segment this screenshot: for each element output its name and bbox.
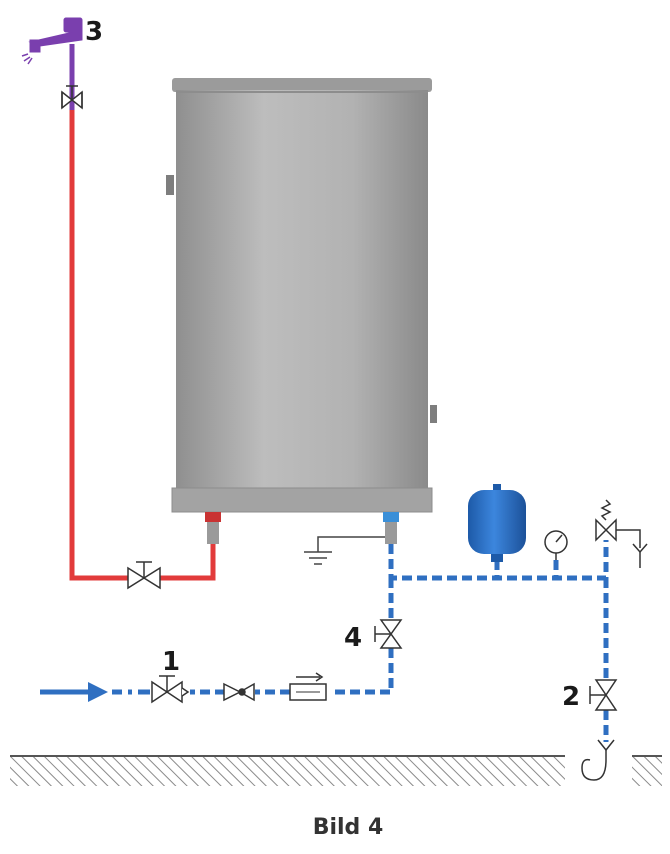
label-inlet-valve: 1 [162, 647, 180, 677]
cold-water-pipe [190, 540, 609, 742]
drain-funnel-icon [581, 739, 615, 781]
figure-caption: Bild 4 [313, 815, 384, 840]
safety-valve-icon [595, 499, 648, 568]
valve-icon [127, 561, 161, 590]
drain-valve-icon [589, 679, 618, 711]
check-valve-icon [223, 682, 255, 702]
flow-arrow-icon [40, 682, 108, 702]
valve-icon [61, 85, 83, 110]
expansion-vessel-icon [468, 484, 526, 562]
inlet-valve-icon [151, 675, 190, 704]
filter-icon [289, 672, 327, 701]
faucet-icon [21, 17, 83, 110]
hot-water-pipe [69, 110, 216, 581]
cold-water-inlet [383, 512, 399, 544]
label-boiler-valve: 4 [344, 623, 362, 653]
water-heater-tank [166, 78, 437, 513]
ground-symbol-icon [304, 536, 385, 565]
label-tap: 3 [85, 17, 103, 47]
label-drain-valve: 2 [562, 682, 580, 712]
pressure-gauge-icon [544, 530, 568, 560]
ground [10, 755, 662, 786]
hot-water-outlet [205, 512, 221, 544]
boiler-valve-icon [374, 619, 403, 649]
